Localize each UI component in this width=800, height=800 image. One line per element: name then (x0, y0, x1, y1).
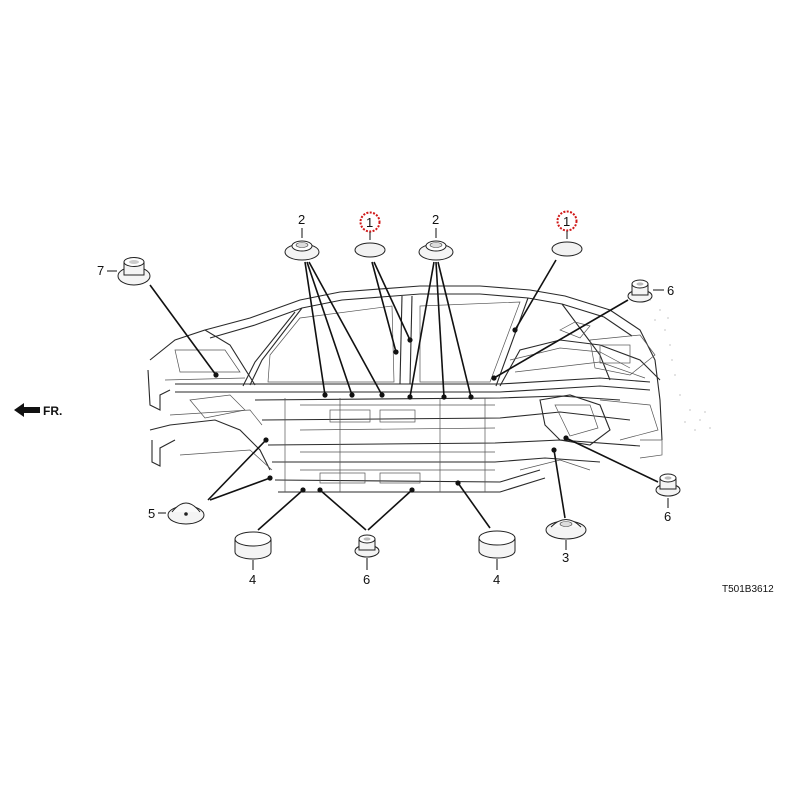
callout-number: 5 (148, 506, 155, 521)
front-direction-indicator: FR. (14, 403, 62, 418)
drawing-code: T501B3612 (722, 584, 774, 595)
callout-number: 6 (363, 572, 370, 587)
callout-number: 6 (667, 283, 674, 298)
part-5-plug[interactable]: 5 (148, 502, 205, 525)
callout-number: 6 (664, 509, 671, 524)
callout-number: 4 (249, 572, 256, 587)
part-1-plug-right[interactable]: 1 (551, 210, 583, 257)
callout-number: 1 (563, 214, 570, 229)
callout-number: 2 (298, 212, 305, 227)
part-7-grommet[interactable]: 7 (97, 257, 151, 286)
highlight-ring (556, 210, 578, 232)
vehicle-body-outline (147, 285, 711, 493)
left-arrow-icon (14, 403, 40, 417)
leader-lines (149, 259, 659, 531)
callout-number: 4 (493, 572, 500, 587)
part-6-grommet-middle[interactable]: 6 (354, 534, 380, 587)
direction-label: FR. (43, 404, 62, 418)
part-3-plug[interactable]: 3 (545, 519, 587, 566)
part-6-grommet-right[interactable]: 6 (655, 473, 681, 524)
callout-number: 7 (97, 263, 104, 278)
part-2-grommet-left[interactable]: 2 (284, 212, 320, 261)
callout-number: 2 (432, 212, 439, 227)
callout-number: 1 (366, 215, 373, 230)
part-6-grommet-top-right[interactable]: 6 (627, 279, 674, 303)
connection-points (213, 327, 569, 493)
part-4-plug-right[interactable]: 4 (478, 530, 516, 587)
part-4-plug-left[interactable]: 4 (234, 531, 272, 587)
callout-number: 3 (562, 550, 569, 565)
highlight-ring (359, 211, 381, 233)
part-2-grommet-right[interactable]: 2 (418, 212, 454, 261)
part-1-plug-left[interactable]: 1 (354, 211, 386, 258)
